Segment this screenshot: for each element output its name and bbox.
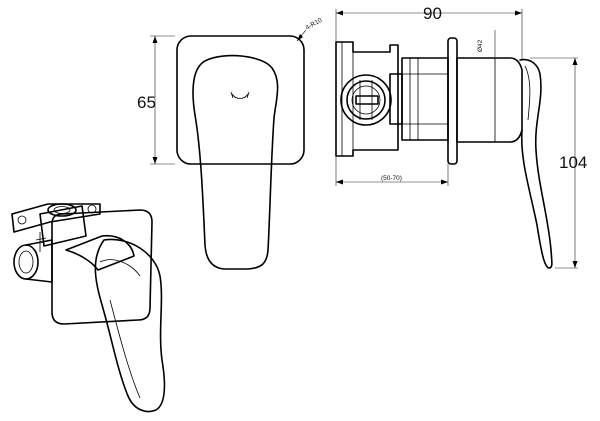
side-inlet-inner-ring	[346, 80, 386, 120]
dimension-side-width: 90	[423, 4, 442, 23]
front-view: 65 4-R10	[137, 17, 324, 270]
iso-bracket-hole-right	[87, 204, 97, 214]
dimension-front-height: 65	[137, 93, 156, 112]
iso-top-inlet	[47, 203, 77, 217]
side-connector-nut	[389, 73, 403, 125]
dimension-diameter: Ø42	[477, 39, 484, 52]
dimension-wall-range: (50-70)	[381, 175, 402, 182]
dimension-side-height: 104	[559, 153, 587, 172]
side-handle-body	[456, 57, 523, 143]
iso-valve-body	[39, 205, 87, 247]
side-lever	[519, 58, 553, 269]
front-wall-plate	[176, 35, 305, 165]
side-cartridge-body	[401, 57, 449, 141]
iso-side-inlet	[13, 244, 39, 280]
isometric-view	[11, 203, 166, 413]
front-lever-inner-line	[231, 93, 249, 99]
side-view: 90 Ø42 104	[335, 4, 587, 269]
iso-lever-handle	[94, 238, 166, 413]
iso-mounting-bracket	[11, 203, 101, 233]
iso-bracket-hole-left	[17, 215, 27, 225]
side-wall-plate	[447, 37, 458, 165]
iso-wall-plate	[51, 209, 153, 325]
side-inlet-outer-ring	[340, 74, 392, 126]
iso-cartridge-boss	[65, 234, 135, 271]
side-inlet-slot	[355, 95, 379, 105]
front-lever-handle	[192, 54, 279, 270]
side-mounting-bracket	[335, 41, 399, 157]
dimension-corner-radius: 4-R10	[305, 17, 324, 32]
